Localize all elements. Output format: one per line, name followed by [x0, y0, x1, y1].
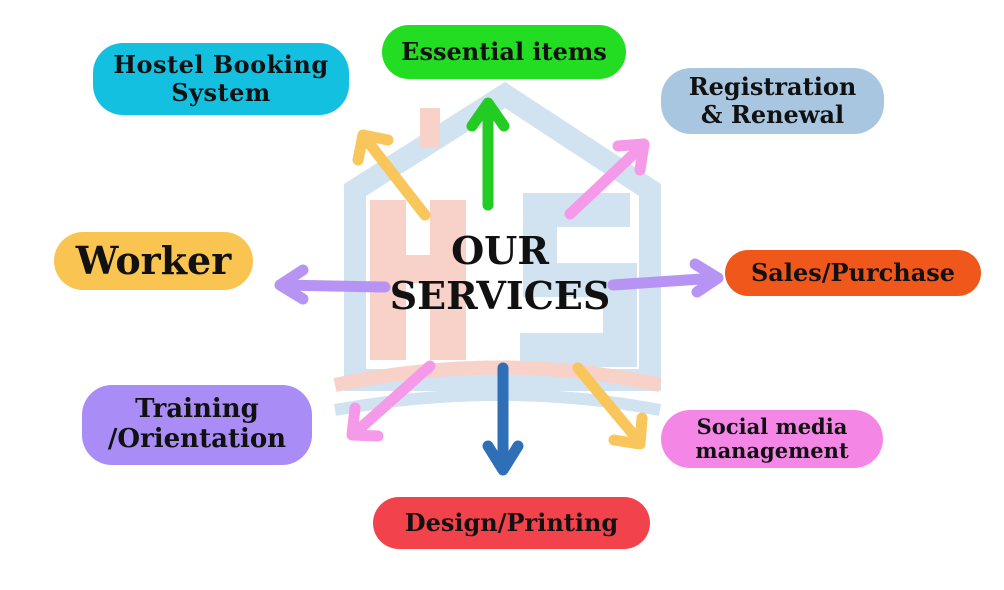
arrow-hostel [352, 129, 431, 221]
node-training-orientation: Training /Orientation [82, 385, 312, 465]
node-training-line2: /Orientation [107, 424, 287, 454]
node-hostel-line2: System [171, 78, 271, 107]
node-sales-label: Sales/Purchase [750, 258, 956, 288]
arrow-sales [607, 258, 724, 298]
arrow-social [572, 362, 648, 450]
node-social-media: Social media management [661, 410, 883, 468]
arrow-design [482, 362, 524, 476]
node-essential-label: Essential items [401, 37, 607, 67]
logo-chimney [420, 108, 440, 148]
node-design-label: Design/Printing [404, 508, 619, 538]
node-essential-items: Essential items [382, 25, 626, 79]
node-hostel-booking: Hostel Booking System [93, 43, 349, 115]
arrow-registration [564, 138, 650, 220]
node-registration-line2: & Renewal [700, 100, 845, 129]
center-title-line2: SERVICES [389, 273, 611, 318]
logo-letter-h-bar [370, 255, 466, 283]
node-worker-label: Worker [75, 238, 232, 284]
node-registration-renewal: Registration & Renewal [661, 68, 884, 134]
node-registration-line1: Registration [688, 72, 857, 102]
arrow-training [346, 360, 436, 442]
node-sales-purchase: Sales/Purchase [725, 250, 981, 296]
arrow-essential [466, 97, 510, 211]
node-design-printing: Design/Printing [373, 497, 650, 549]
center-title-line1: OUR [451, 228, 549, 273]
node-hostel-line1: Hostel Booking [113, 50, 329, 80]
logo-letter-s [520, 193, 637, 367]
node-social-line2: management [695, 438, 849, 463]
node-social-line1: Social media [696, 413, 848, 439]
node-worker: Worker [54, 232, 253, 290]
center-title: OUR SERVICES [380, 228, 620, 318]
arrow-worker [274, 264, 391, 305]
node-training-line1: Training [135, 394, 259, 425]
